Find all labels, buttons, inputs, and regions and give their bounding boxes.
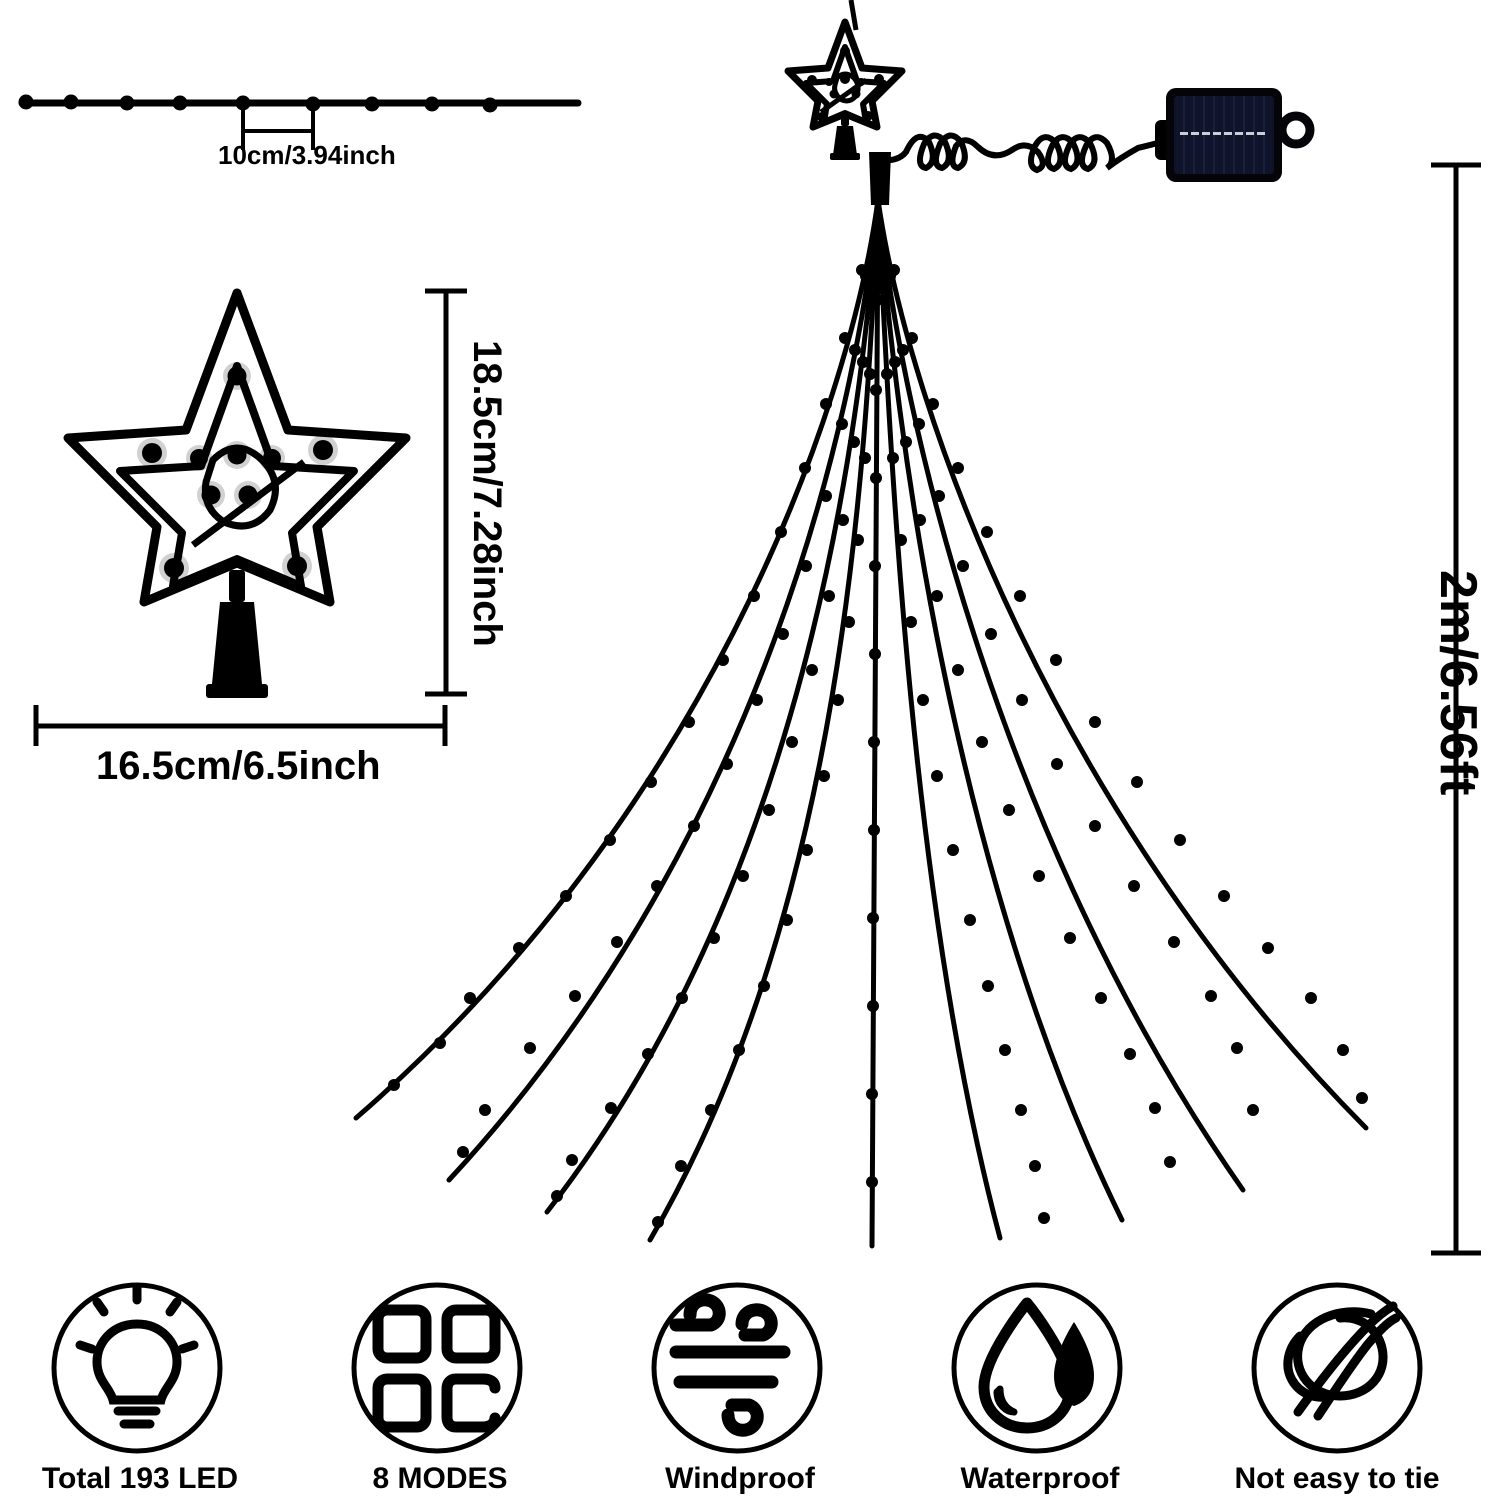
strand-bulbs xyxy=(388,264,1368,1228)
strand-right-3 xyxy=(875,197,1246,1193)
feature-windproof xyxy=(651,1282,823,1454)
hanging-wire xyxy=(848,0,859,31)
feature-label-windproof: Windproof xyxy=(665,1462,815,1495)
wind-icon-circle xyxy=(651,1282,823,1454)
coiled-cable xyxy=(877,132,1169,174)
led-spacing-label: 10cm/3.94inch xyxy=(218,140,396,170)
solar-panel xyxy=(1166,88,1315,182)
small-star-cross xyxy=(819,77,868,115)
star-inner-ring-wire xyxy=(201,444,279,530)
led-spacing-sample: 10cm/3.94inch xyxy=(18,94,582,170)
star-bulbs xyxy=(137,362,338,583)
total-drop-dimension xyxy=(1431,162,1481,1256)
water-drop-icon xyxy=(978,1297,1094,1434)
star-height-dimension xyxy=(425,288,467,697)
feature-label-led: Total 193 LED xyxy=(41,1462,239,1495)
star-width-label: 16.5cm/6.5inch xyxy=(96,744,381,788)
feature-label-not-easy-to-tie: Not easy to tie xyxy=(1234,1462,1440,1495)
star-base-cone xyxy=(206,570,268,698)
star-width-dimension xyxy=(33,705,448,746)
solar-panel-mount-ring xyxy=(1277,111,1315,149)
small-star-base xyxy=(830,112,860,160)
total-drop-label: 2m/6.56ft xyxy=(1429,570,1487,795)
product-assembly: 2m/6.56ft xyxy=(353,0,1487,1256)
sample-bulbs xyxy=(18,94,498,113)
waterfall-strands xyxy=(353,197,1369,1249)
four-squares-modes-icon-circle xyxy=(351,1282,523,1454)
strand-right-2 xyxy=(875,197,1125,1223)
feature-waterproof xyxy=(951,1282,1123,1454)
knot-icon-circle xyxy=(1251,1282,1423,1454)
lightbulb-icon xyxy=(75,1283,199,1429)
feature-label-waterproof: Waterproof xyxy=(960,1462,1120,1495)
strand-left-3 xyxy=(446,197,881,1183)
strand-right-1 xyxy=(875,197,1003,1241)
small-star-bulbs xyxy=(807,46,884,122)
feature-modes xyxy=(351,1282,523,1454)
feature-label-modes: 8 MODES xyxy=(372,1462,508,1495)
star-topper-small xyxy=(784,18,906,160)
star-topper-detail: 18.5cm/7.28inch 16.5cm/6.5inch xyxy=(33,288,509,788)
strand-left-4 xyxy=(353,197,881,1121)
feature-icons-row xyxy=(51,1282,1423,1454)
feature-not-easy-to-tie xyxy=(1251,1282,1423,1454)
solar-busbar xyxy=(1180,132,1265,135)
strand-center xyxy=(869,197,881,1249)
strand-left-1 xyxy=(647,197,881,1243)
led-spacing-dimension xyxy=(241,108,315,150)
wind-icon xyxy=(669,1293,791,1437)
strand-right-4 xyxy=(875,197,1369,1131)
star-inner-outline xyxy=(116,362,358,590)
strand-bundle-head xyxy=(869,152,891,205)
star-height-label: 18.5cm/7.28inch xyxy=(465,340,509,647)
four-squares-modes-icon xyxy=(372,1304,501,1433)
feature-lightbulb xyxy=(51,1282,223,1454)
knot-icon xyxy=(1283,1301,1401,1421)
water-drop-icon-circle xyxy=(951,1282,1123,1454)
